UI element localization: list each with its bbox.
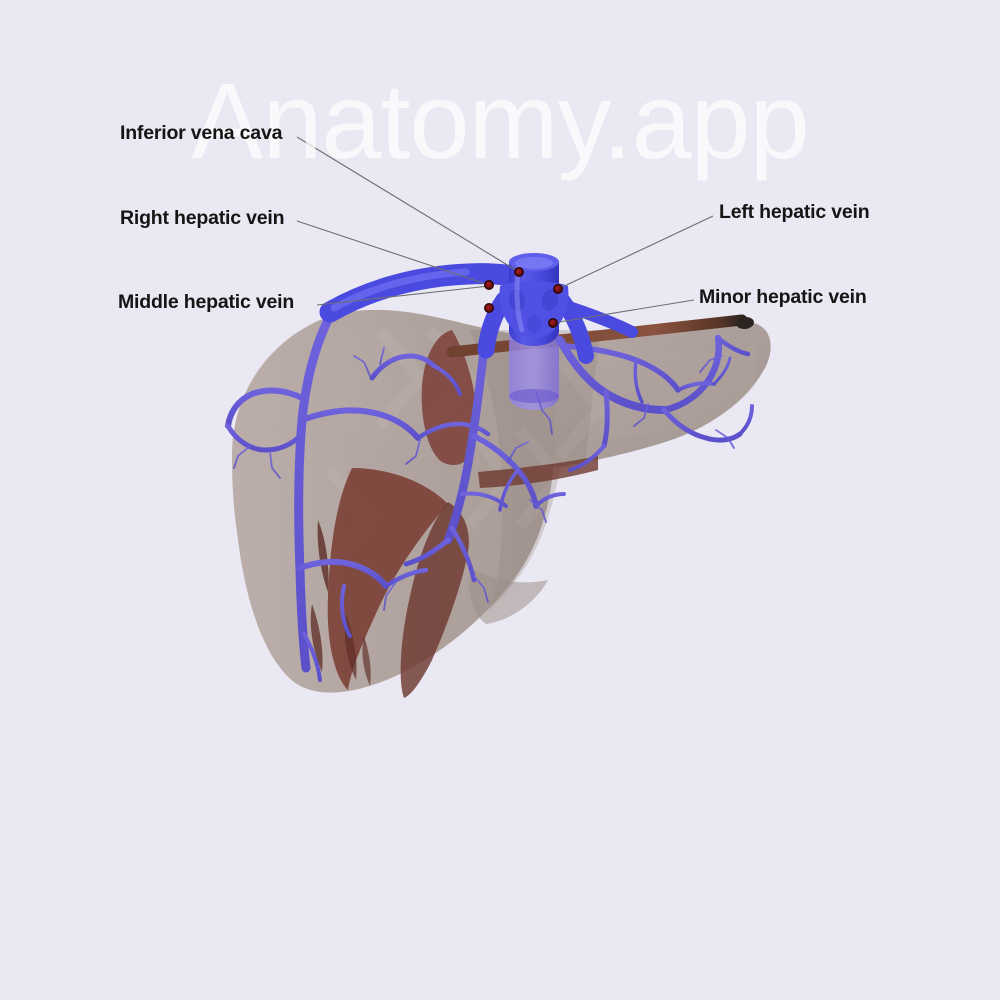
left-hepatic-branch-a2 (715, 335, 751, 357)
ligament-tip (736, 316, 754, 330)
capillary-10 (699, 355, 723, 373)
middle-hepatic-branch-d (403, 537, 451, 567)
capillary-2 (379, 347, 385, 365)
marker-minor-hepatic-vein[interactable] (548, 318, 558, 328)
capillary-8 (473, 575, 489, 603)
capillary-5 (269, 451, 281, 479)
minor-hepatic-branch-c (712, 356, 732, 386)
right-hepatic-branch-a (225, 387, 305, 429)
capillary-1 (353, 355, 371, 377)
leader-inferior-vena-cava (296, 136, 520, 273)
middle-hepatic-vein-trunk (443, 325, 491, 545)
leader-minor-hepatic-vein (552, 299, 695, 324)
right-hepatic-branch-e (302, 632, 322, 682)
marker-inferior-vena-cava[interactable] (514, 267, 524, 277)
right-hepatic-branch-b2 (415, 421, 491, 441)
minor-hepatic-branch-a (676, 381, 716, 392)
fissure-slit-1 (317, 520, 329, 592)
left-hepatic-branch-c (601, 389, 610, 449)
ligamentum-teres-fissure (327, 468, 448, 690)
capillary-ivc-1 (535, 391, 553, 435)
left-hepatic-branch-c2 (568, 444, 606, 472)
marker-left-hepatic-vein[interactable] (553, 284, 563, 294)
minor-hepatic-branch-b (633, 358, 644, 404)
label-inferior-vena-cava[interactable]: Inferior vena cava (120, 122, 283, 144)
right-hepatic-branch-c2 (432, 364, 462, 396)
ivc-lower-rim (509, 389, 559, 403)
right-hepatic-branch-c (369, 353, 437, 381)
vein-capillaries (233, 347, 735, 611)
left-hepatic-branch-a (660, 334, 722, 414)
capillary-12 (633, 403, 649, 427)
ostium-dimple-center (527, 315, 541, 333)
minor-hepatic-vein-ostium-limb (560, 300, 638, 338)
left-hepatic-branch-b2 (738, 404, 754, 436)
capillary-9 (383, 581, 397, 611)
leader-middle-hepatic-vein (316, 285, 490, 306)
liver-fissures (310, 330, 598, 698)
middle-hepatic-branch-c (449, 525, 477, 583)
capillary-6 (507, 441, 529, 463)
capillary-4 (233, 445, 251, 469)
right-hepatic-branch-d (297, 558, 389, 589)
liver-inferior-notch (469, 568, 548, 624)
marker-dots-group (484, 267, 563, 328)
label-minor-hepatic-vein[interactable]: Minor hepatic vein (699, 286, 867, 308)
ligament-shaft (446, 314, 748, 358)
capillary-7 (529, 499, 547, 523)
right-hepatic-branch-b (299, 407, 421, 441)
leader-left-hepatic-vein (557, 215, 714, 290)
marker-middle-hepatic-vein[interactable] (484, 303, 494, 313)
label-middle-hepatic-vein[interactable]: Middle hepatic vein (118, 291, 295, 313)
right-hepatic-branch-d2 (383, 567, 429, 589)
right-hepatic-branch-a2 (225, 423, 303, 453)
fissure-slit-2 (310, 604, 323, 672)
leader-right-hepatic-vein (296, 220, 490, 286)
middle-hepatic-branch-b (460, 491, 508, 508)
capillary-3 (405, 439, 421, 465)
middle-hepatic-branch-a2 (534, 492, 566, 508)
ostium-dimple-right (541, 289, 559, 311)
gallbladder-fossa (421, 330, 477, 466)
capillary-11 (715, 429, 735, 449)
fissure-slit-4 (362, 636, 371, 686)
label-right-hepatic-vein[interactable]: Right hepatic vein (120, 207, 285, 229)
label-left-hepatic-vein[interactable]: Left hepatic vein (719, 201, 870, 223)
fissure-inner (400, 502, 469, 698)
ivc-lumen (515, 257, 553, 269)
marker-right-hepatic-vein[interactable] (484, 280, 494, 290)
leader-lines-group (296, 136, 714, 324)
right-hepatic-vein-trunk (294, 307, 337, 673)
middle-hepatic-branch-a3 (498, 468, 520, 512)
left-hepatic-branch-b (661, 407, 743, 443)
bare-area-band (478, 456, 598, 488)
right-hepatic-branch-f (340, 584, 352, 638)
